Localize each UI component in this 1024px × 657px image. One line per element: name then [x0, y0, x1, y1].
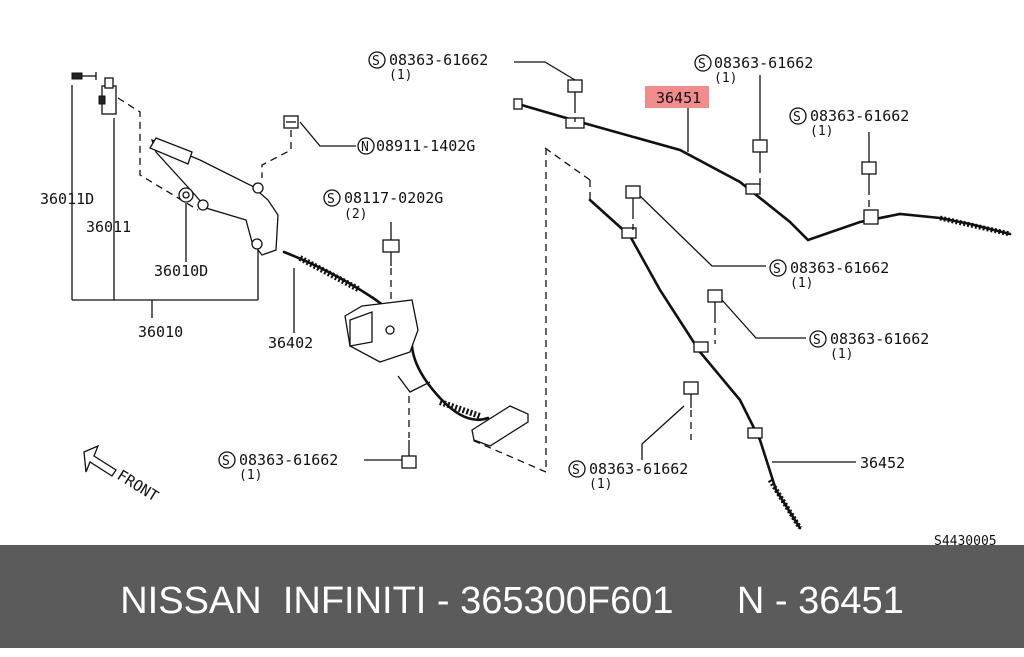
svg-text:S: S: [793, 110, 801, 125]
callout-36451: 36451: [656, 89, 701, 107]
highlight-36451: [645, 86, 709, 108]
part-number-text: NISSAN INFINITI - 365300F601 N - 36451: [120, 580, 904, 622]
callout-08117: S 08117-0202G (2): [323, 189, 443, 222]
callout-sF: S 08363-61662 (1): [568, 460, 688, 492]
svg-text:S: S: [327, 192, 335, 207]
svg-text:08363-61662: 08363-61662: [589, 460, 688, 478]
svg-text:08363-61662: 08363-61662: [790, 259, 889, 277]
svg-text:S: S: [813, 333, 821, 348]
bolt-sB: [752, 139, 768, 166]
callout-sB: S 08363-61662 (1): [694, 54, 813, 86]
front-label: FRONT: [114, 466, 162, 505]
svg-text:08911-1402G: 08911-1402G: [376, 137, 475, 155]
svg-text:(1): (1): [589, 477, 612, 492]
svg-text:08363-61662: 08363-61662: [830, 330, 929, 348]
svg-text:S: S: [773, 262, 781, 277]
svg-text:08363-61662: 08363-61662: [810, 107, 909, 125]
front-arrow: [83, 444, 117, 477]
bolt-sE: [707, 289, 723, 316]
svg-text:08363-61662: 08363-61662: [389, 51, 488, 69]
callout-36011: 36011: [86, 218, 131, 236]
svg-text:S: S: [222, 454, 230, 469]
washer-36010D: [178, 187, 194, 203]
callout-sE: S 08363-61662 (1): [809, 330, 929, 362]
svg-text:(1): (1): [790, 276, 813, 291]
svg-text:(2): (2): [344, 207, 367, 222]
svg-text:08363-61662: 08363-61662: [239, 451, 338, 469]
lever-bolt-36011D: [71, 72, 97, 80]
rear-cable-36452: [588, 198, 803, 530]
svg-text:(1): (1): [810, 124, 833, 139]
callout-36402: 36402: [268, 334, 313, 352]
bolt-sC: [861, 161, 877, 188]
callout-sD: S 08363-61662 (1): [769, 259, 889, 291]
svg-text:08117-0202G: 08117-0202G: [344, 189, 443, 207]
callout-sC: S 08363-61662 (1): [789, 107, 909, 139]
bolt-sF: [683, 381, 699, 408]
bolt-sA: [567, 79, 583, 106]
callout-sA: S 08363-61662 (1): [368, 51, 488, 83]
parts-diagram: FRONT 36011D 36011 36010D 36010 36402 36…: [40, 51, 1012, 549]
svg-text:S: S: [372, 54, 380, 69]
callout-36010: 36010: [138, 323, 183, 341]
diagram-code: S4430005: [934, 534, 997, 545]
svg-text:S: S: [572, 463, 580, 478]
equalizer-bracket: [344, 299, 419, 363]
svg-text:(1): (1): [714, 71, 737, 86]
parking-brake-lever: [149, 137, 279, 256]
callout-36010D: 36010D: [154, 262, 208, 280]
callout-08911: N 08911-1402G: [357, 137, 475, 155]
callout-36452: 36452: [860, 454, 905, 472]
svg-text:(1): (1): [239, 468, 262, 483]
rear-cable-bracket: [471, 405, 529, 447]
part-number-banner: NISSAN INFINITI - 365300F601 N - 36451: [0, 545, 1024, 648]
svg-text:(1): (1): [389, 68, 412, 83]
bolt-lower-left: [401, 440, 417, 469]
svg-text:S: S: [698, 57, 706, 72]
lever-switch-36011: [98, 77, 117, 115]
callout-36011D: 36011D: [40, 190, 94, 208]
nut-08911: [283, 115, 299, 129]
svg-text:N: N: [361, 140, 369, 155]
svg-text:(1): (1): [830, 347, 853, 362]
bolt-sD: [625, 185, 641, 212]
parking-brake-cable-diagram: FRONT 36011D 36011 36010D 36010 36402 36…: [40, 51, 1012, 549]
svg-text:08363-61662: 08363-61662: [714, 54, 813, 72]
rear-cable-36451: [513, 98, 1012, 242]
bolt-08117: [382, 239, 400, 266]
callout-sG: S 08363-61662 (1): [218, 451, 338, 483]
